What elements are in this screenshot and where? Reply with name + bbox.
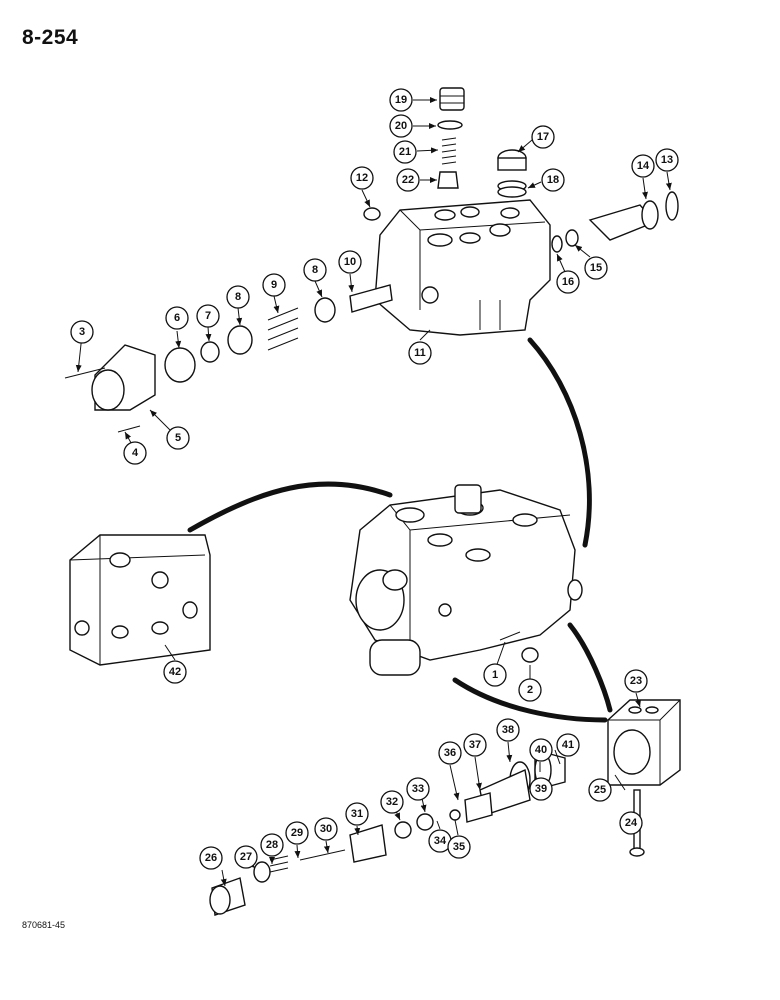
callout-3: 3 [70, 320, 94, 344]
svg-text:20: 20 [395, 120, 407, 132]
callout-29: 29 [285, 821, 309, 845]
svg-text:9: 9 [271, 279, 277, 291]
svg-text:12: 12 [356, 172, 368, 184]
svg-text:13: 13 [661, 154, 673, 166]
svg-text:2: 2 [527, 684, 533, 696]
callout-35: 35 [447, 835, 471, 859]
svg-text:38: 38 [502, 724, 514, 736]
callout-4: 4 [123, 441, 147, 465]
callout-22: 22 [396, 168, 420, 192]
callout-27: 27 [234, 845, 258, 869]
callout-23: 23 [624, 669, 648, 693]
svg-text:3: 3 [79, 326, 85, 338]
callout-9: 9 [262, 273, 286, 297]
svg-text:29: 29 [291, 827, 303, 839]
callouts: 1 2 3 4 5 6 7 8 8 9 10 11 12 13 14 15 16… [70, 88, 679, 870]
callout-6: 6 [165, 306, 189, 330]
callout-32: 32 [380, 790, 404, 814]
page-number: 8-254 [22, 26, 79, 49]
svg-text:8: 8 [235, 291, 241, 303]
svg-text:1: 1 [492, 669, 498, 681]
svg-text:18: 18 [547, 174, 559, 186]
callout-37: 37 [463, 733, 487, 757]
main-valve-assembly [349, 484, 583, 676]
callout-5: 5 [166, 426, 190, 450]
figure-reference: 870681-45 [22, 920, 66, 930]
callout-21: 21 [393, 140, 417, 164]
end-cover [69, 534, 211, 666]
callout-18: 18 [541, 168, 565, 192]
callout-25: 25 [588, 778, 612, 802]
svg-text:25: 25 [594, 784, 606, 796]
callout-7: 7 [196, 304, 220, 328]
callout-30: 30 [314, 817, 338, 841]
callout-39: 39 [529, 777, 553, 801]
callout-36: 36 [438, 741, 462, 765]
callout-13: 13 [655, 148, 679, 172]
svg-text:36: 36 [444, 747, 456, 759]
callout-2: 2 [518, 678, 542, 702]
svg-text:17: 17 [537, 131, 549, 143]
spool-left-side [64, 284, 393, 433]
valve-section-body [374, 199, 551, 336]
callout-42: 42 [163, 660, 187, 684]
svg-text:26: 26 [205, 852, 217, 864]
svg-text:34: 34 [434, 835, 447, 847]
svg-text:35: 35 [453, 841, 465, 853]
callout-10: 10 [338, 250, 362, 274]
callout-26: 26 [199, 846, 223, 870]
svg-text:24: 24 [625, 817, 638, 829]
callout-8a: 8 [226, 285, 250, 309]
callout-33: 33 [406, 777, 430, 801]
svg-text:19: 19 [395, 94, 407, 106]
svg-text:33: 33 [412, 783, 424, 795]
svg-text:42: 42 [169, 666, 181, 678]
spool-right-side [363, 191, 679, 253]
svg-text:23: 23 [630, 675, 642, 687]
callout-11: 11 [408, 341, 432, 365]
callout-31: 31 [345, 802, 369, 826]
svg-text:39: 39 [535, 783, 547, 795]
svg-text:11: 11 [414, 347, 426, 359]
callout-40: 40 [529, 738, 553, 762]
svg-text:40: 40 [535, 744, 547, 756]
callout-14: 14 [631, 154, 655, 178]
svg-text:32: 32 [386, 796, 398, 808]
callout-16: 16 [556, 270, 580, 294]
callout-1: 1 [483, 663, 507, 687]
callout-41: 41 [556, 733, 580, 757]
callout-38: 38 [496, 718, 520, 742]
callout-28: 28 [260, 833, 284, 857]
relief-valve-components [209, 749, 566, 916]
svg-text:7: 7 [205, 310, 211, 322]
callout-19: 19 [389, 88, 413, 112]
plug-and-spring-top [437, 87, 527, 198]
connector-lines [187, 337, 613, 723]
svg-text:30: 30 [320, 823, 332, 835]
svg-text:10: 10 [344, 256, 356, 268]
callout-20: 20 [389, 114, 413, 138]
svg-text:27: 27 [240, 851, 252, 863]
svg-text:16: 16 [562, 276, 574, 288]
svg-text:22: 22 [402, 174, 414, 186]
callout-12: 12 [350, 166, 374, 190]
svg-text:28: 28 [266, 839, 278, 851]
relief-valve-block [607, 699, 681, 857]
svg-text:5: 5 [175, 432, 181, 444]
svg-text:21: 21 [399, 146, 411, 158]
svg-text:6: 6 [174, 312, 180, 324]
callout-34: 34 [428, 829, 452, 853]
svg-text:37: 37 [469, 739, 481, 751]
svg-text:14: 14 [637, 160, 650, 172]
callout-8b: 8 [303, 258, 327, 282]
callout-24: 24 [619, 811, 643, 835]
callout-17: 17 [531, 125, 555, 149]
svg-text:41: 41 [562, 739, 574, 751]
svg-text:15: 15 [590, 262, 602, 274]
svg-text:4: 4 [132, 447, 139, 459]
callout-15: 15 [584, 256, 608, 280]
svg-text:8: 8 [312, 264, 318, 276]
svg-text:31: 31 [351, 808, 363, 820]
